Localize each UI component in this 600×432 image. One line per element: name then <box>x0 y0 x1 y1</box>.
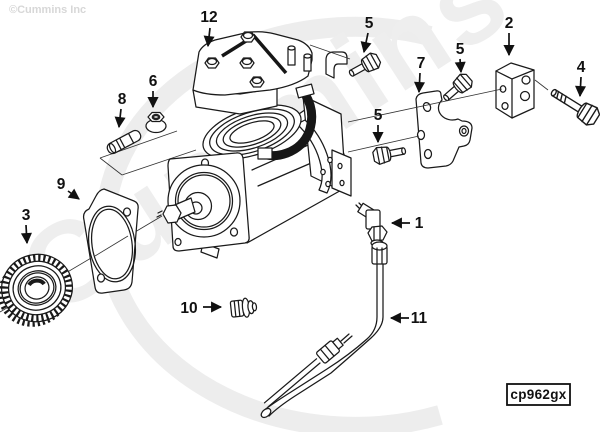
part-bolt-5b <box>443 73 473 102</box>
callout-11-label: 11 <box>411 310 428 327</box>
part-nut <box>145 111 167 134</box>
mounting-foot <box>331 149 352 197</box>
callout-9-label: 9 <box>57 176 66 193</box>
callout-5b-label: 5 <box>456 41 465 58</box>
assembly-axis-lines-front <box>309 44 549 153</box>
callout-5b: 5 <box>454 41 466 74</box>
part-hose <box>260 241 388 419</box>
callout-11: 11 <box>389 310 428 327</box>
figure-code-box: cp962gx <box>506 383 571 406</box>
callout-12: 12 <box>200 9 218 48</box>
part-elbow-fitting <box>355 202 388 247</box>
callout-9: 9 <box>57 176 80 200</box>
part-bracket <box>415 90 473 169</box>
figure-code-label: cp962gx <box>510 387 566 402</box>
callout-4-label: 4 <box>577 59 586 76</box>
part-bolt-5c <box>372 146 407 165</box>
part-plug <box>229 297 258 318</box>
callout-4: 4 <box>575 59 587 98</box>
callout-5a-label: 5 <box>365 15 374 32</box>
callout-7-label: 7 <box>417 55 426 72</box>
cylinder-head <box>192 31 348 115</box>
part-pin <box>106 129 142 155</box>
part-air-compressor <box>156 31 352 259</box>
discharge-hose <box>262 89 317 161</box>
callout-6-label: 6 <box>149 73 158 90</box>
head-studs <box>287 45 312 72</box>
front-flange <box>156 152 250 252</box>
part-gear <box>0 253 73 327</box>
callout-6: 6 <box>147 73 159 109</box>
callout-8-label: 8 <box>118 91 127 108</box>
part-gasket <box>82 188 139 294</box>
callout-1: 1 <box>390 215 424 232</box>
part-bolt-4 <box>550 88 600 126</box>
callout-1-label: 1 <box>415 215 424 232</box>
seal-ring-stack <box>202 104 302 160</box>
part-bolt-5a <box>348 52 382 77</box>
callout-2-label: 2 <box>505 15 514 32</box>
callout-3: 3 <box>20 207 32 245</box>
callout-5c: 5 <box>372 107 384 144</box>
callout-12-label: 12 <box>200 9 217 26</box>
callout-10-label: 10 <box>180 300 197 317</box>
copyright-watermark: ©Cummins Inc <box>9 4 86 16</box>
figure-code-border <box>506 383 571 406</box>
shaft-nut <box>162 204 182 224</box>
callout-3-label: 3 <box>22 207 31 224</box>
callouts: 12 2 4 5 7 5 5 8 <box>20 9 587 327</box>
callout-2: 2 <box>503 15 515 57</box>
callout-7: 7 <box>414 55 426 94</box>
head-bolts <box>204 31 265 88</box>
callout-5a: 5 <box>360 15 374 54</box>
callout-5c-label: 5 <box>374 107 383 124</box>
callout-10: 10 <box>180 300 223 317</box>
part-block <box>495 62 535 119</box>
callout-8: 8 <box>114 91 127 129</box>
head-elbow-fitting <box>325 51 348 79</box>
